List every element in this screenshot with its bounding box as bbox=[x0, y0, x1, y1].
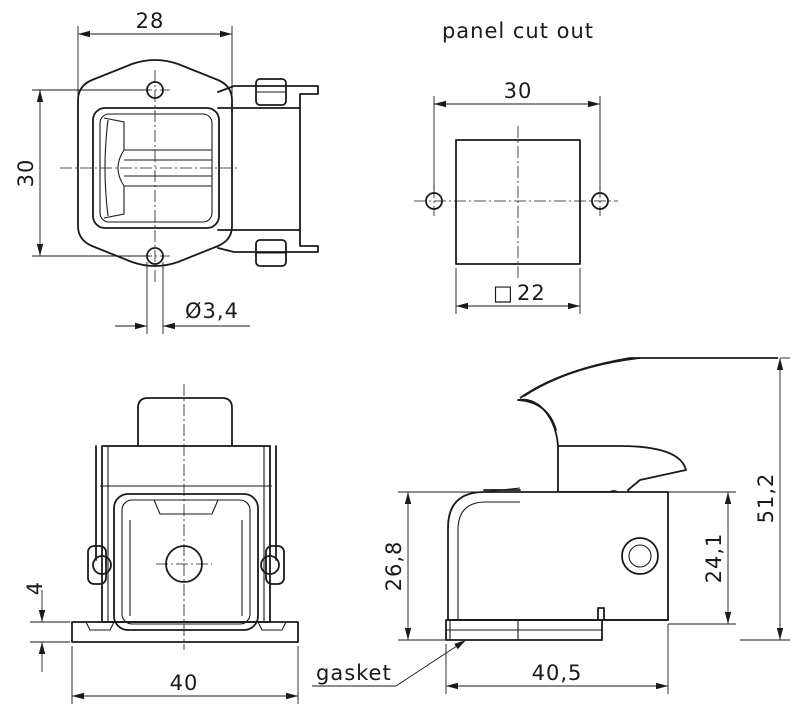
front-base bbox=[71, 621, 299, 643]
dim-hole-spacing-30: 30 bbox=[504, 79, 533, 103]
lever bbox=[517, 398, 687, 561]
dim-body-height-26-8: 26,8 bbox=[382, 541, 406, 592]
flange-outline bbox=[77, 59, 233, 267]
dim-pivot-height-24-1: 24,1 bbox=[702, 533, 726, 584]
lower-hinge bbox=[217, 229, 319, 253]
upper-hinge bbox=[217, 85, 319, 109]
side-view: 26,8 24,1 51,2 40,5 gasket bbox=[312, 357, 790, 694]
panel-cutout-view: panel cut out 30 □ 22 bbox=[414, 19, 618, 314]
inner-frame bbox=[92, 107, 220, 229]
gasket-label: gasket bbox=[316, 661, 392, 685]
dim-square-22: 22 bbox=[517, 281, 546, 305]
cutout-square bbox=[455, 139, 581, 265]
front-insert bbox=[113, 493, 259, 631]
dim-width-28: 28 bbox=[136, 9, 165, 33]
insert-profile bbox=[103, 117, 212, 219]
front-body bbox=[101, 445, 271, 623]
dim-base-thickness-4: 4 bbox=[23, 581, 47, 595]
dim-base-length-40-5: 40,5 bbox=[532, 661, 583, 685]
panel-cutout-title: panel cut out bbox=[442, 19, 594, 43]
dim-base-width-40: 40 bbox=[170, 671, 199, 695]
front-body-inner bbox=[107, 445, 265, 623]
dim-height-30: 30 bbox=[14, 159, 38, 188]
left-pivot bbox=[87, 545, 107, 585]
dim-hole-diameter: Ø3,4 bbox=[185, 299, 239, 323]
side-pivot bbox=[621, 537, 659, 575]
top-block bbox=[137, 397, 233, 447]
top-view: 28 30 Ø3,4 bbox=[14, 9, 319, 334]
right-pivot bbox=[265, 545, 285, 585]
dim-total-height-51-2: 51,2 bbox=[754, 473, 778, 524]
dim-square-symbol: □ bbox=[493, 281, 514, 305]
side-body bbox=[217, 107, 301, 231]
front-view: 4 40 bbox=[23, 384, 299, 704]
side-body bbox=[447, 491, 669, 621]
